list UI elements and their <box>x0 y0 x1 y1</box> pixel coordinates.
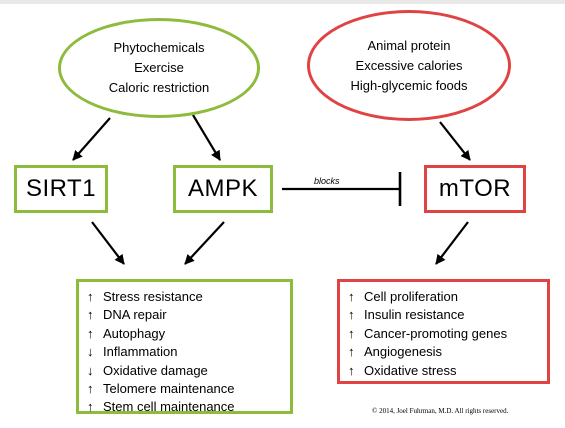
effect-label: Autophagy <box>103 325 166 341</box>
effect-item: ↑ Stress resistance <box>87 288 290 306</box>
up-arrow-icon: ↑ <box>348 325 355 341</box>
effect-item: ↓ Inflammation <box>87 343 290 361</box>
effect-item: ↑ Cell proliferation <box>348 288 547 306</box>
arrow-oval-to-sirt1 <box>72 117 111 161</box>
effect-item: ↑ Stem cell maintenance <box>87 398 290 416</box>
activators-oval: Phytochemicals Exercise Caloric restrict… <box>58 18 260 118</box>
down-arrow-icon: ↓ <box>87 362 94 378</box>
effect-label: Stem cell maintenance <box>103 399 235 415</box>
mtor-node: mTOR <box>424 165 526 213</box>
effect-item: ↓ Oxidative damage <box>87 362 290 380</box>
effect-label: Stress resistance <box>103 289 203 304</box>
effect-label: Inflammation <box>103 344 178 360</box>
inhibitor-excessive-calories: Excessive calories <box>355 57 463 73</box>
effect-item: ↑ Oxidative stress <box>348 362 547 380</box>
ampk-label: AMPK <box>187 175 258 202</box>
effect-label: Telomere maintenance <box>103 381 235 397</box>
copyright-notice: © 2014, Joel Fuhrman, M.D. All rights re… <box>372 407 509 415</box>
up-arrow-icon: ↑ <box>348 362 355 378</box>
effect-item: ↑ Insulin resistance <box>348 306 547 324</box>
arrow-ampk-to-effects <box>184 221 225 265</box>
effect-item: ↑ Telomere maintenance <box>87 380 290 398</box>
up-arrow-icon: ↑ <box>87 289 94 304</box>
arrow-oval-to-mtor <box>439 121 471 161</box>
effect-item: ↑ Cancer-promoting genes <box>348 325 547 343</box>
up-arrow-icon: ↑ <box>87 325 94 341</box>
ampk-node: AMPK <box>173 165 273 213</box>
activator-exercise: Exercise <box>134 60 184 75</box>
effect-item: ↑ Angiogenesis <box>348 343 547 361</box>
up-arrow-icon: ↑ <box>348 344 355 360</box>
top-border <box>0 0 565 4</box>
red-effects-box: ↑Cell proliferation ↑Insulin resistance … <box>337 279 550 384</box>
activator-phytochemicals: Phytochemicals <box>113 40 205 55</box>
effect-label: Oxidative damage <box>103 362 208 378</box>
up-arrow-icon: ↑ <box>87 399 94 415</box>
effect-label: DNA repair <box>103 307 167 323</box>
down-arrow-icon: ↓ <box>87 344 94 360</box>
effect-label: Cell proliferation <box>364 289 458 304</box>
sirt1-label: SIRT1 <box>25 175 97 202</box>
effect-label: Cancer-promoting genes <box>364 325 508 341</box>
up-arrow-icon: ↑ <box>348 307 355 323</box>
arrow-oval-to-ampk <box>192 114 221 161</box>
blocks-label: blocks <box>314 176 340 186</box>
effect-item: ↑ DNA repair <box>87 306 290 324</box>
effect-item: ↑ Autophagy <box>87 325 290 343</box>
effect-label: Angiogenesis <box>364 344 443 360</box>
green-effects-box: ↑ Stress resistance ↑ DNA repair ↑ Autophag… <box>76 279 293 414</box>
effect-label: Insulin resistance <box>364 307 465 323</box>
up-arrow-icon: ↑ <box>87 307 94 323</box>
mtor-label: mTOR <box>438 175 512 202</box>
effect-label: Oxidative stress <box>364 362 457 378</box>
inhibitor-high-glycemic-foods: High-glycemic foods <box>350 77 468 93</box>
up-arrow-icon: ↑ <box>348 289 355 304</box>
inhibitor-animal-protein: Animal protein <box>367 37 451 53</box>
activator-caloric-restriction: Caloric restriction <box>108 80 210 95</box>
arrow-sirt1-to-effects <box>91 221 125 265</box>
sirt1-node: SIRT1 <box>14 165 108 213</box>
arrow-mtor-to-effects <box>435 221 469 265</box>
inhibitors-oval: Animal protein Excessive calories High-g… <box>307 10 511 121</box>
up-arrow-icon: ↑ <box>87 381 94 397</box>
